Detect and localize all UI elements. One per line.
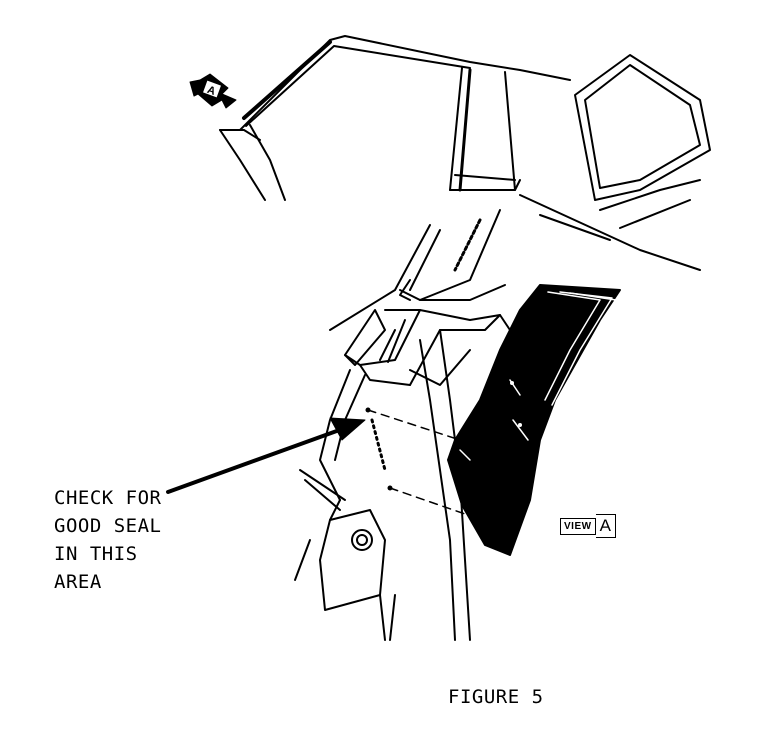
sill-channel — [329, 209, 506, 331]
pillar-outline — [449, 67, 521, 192]
guide-point — [365, 407, 371, 413]
bracket-clip — [344, 309, 511, 386]
callout-arrow — [166, 417, 366, 494]
view-a-label: VIEW A — [560, 514, 616, 538]
seal-shield — [447, 284, 621, 556]
check-seal-callout: CHECK FOR GOOD SEAL IN THIS AREA — [54, 484, 204, 596]
guide-lines — [367, 409, 469, 516]
view-a-arrow-letter: A — [206, 84, 218, 98]
quarter-window — [574, 54, 711, 229]
view-a-arrow: A — [189, 73, 237, 109]
view-letter: A — [595, 514, 616, 538]
wheel-house — [294, 329, 471, 641]
roof-outline — [219, 35, 571, 201]
guide-point — [387, 485, 393, 491]
view-word: VIEW — [560, 517, 596, 535]
callout-line: AREA — [54, 571, 102, 593]
callout-line: CHECK FOR — [54, 487, 162, 509]
callout-line: IN THIS — [54, 543, 138, 565]
callout-line: GOOD SEAL — [54, 515, 162, 537]
body-line — [519, 194, 701, 271]
figure-caption: FIGURE 5 — [448, 686, 544, 708]
